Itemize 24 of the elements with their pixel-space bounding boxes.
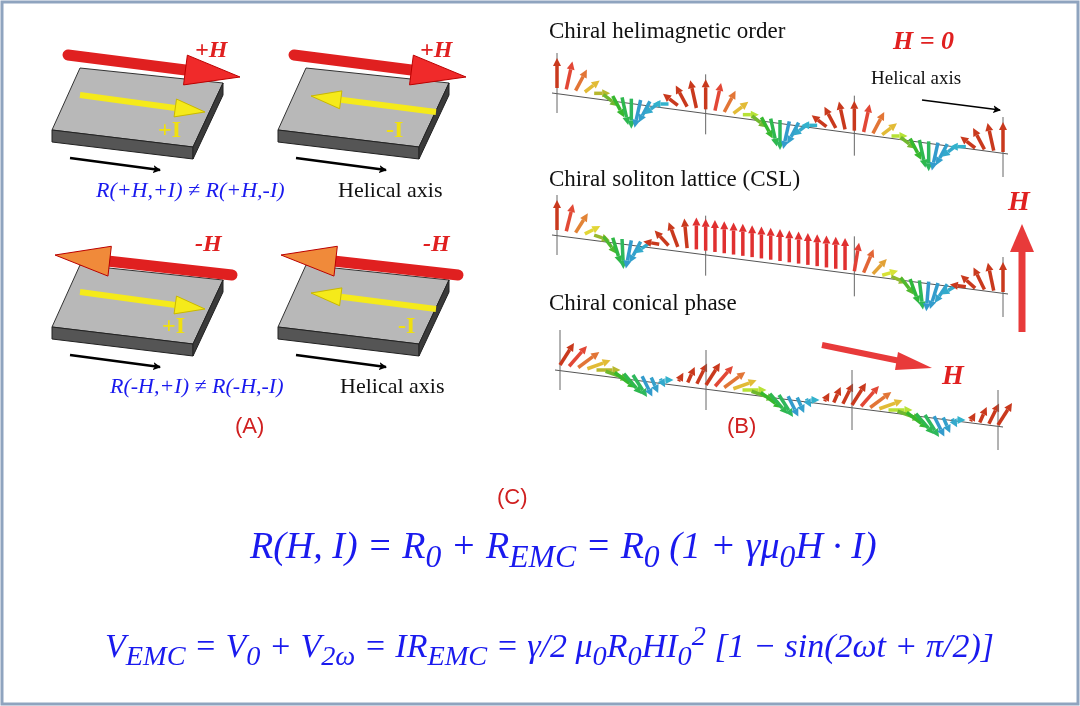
resistance-inequality: R(-H,+I) ≠ R(-H,-I) <box>110 374 284 399</box>
current-label: -I <box>398 312 416 339</box>
phase-title: Chiral helimagnetic order <box>549 18 786 44</box>
field-label: H <box>1008 186 1030 217</box>
phase-title: Chiral conical phase <box>549 290 737 316</box>
resistance-inequality: R(+H,+I) ≠ R(+H,-I) <box>96 178 285 203</box>
axis-label: Helical axis <box>338 178 443 203</box>
equation: V$_{EMC}$ = V$_{0}$ + V$_{2ω}$ = IR$_{EMC}$ = γ/2 μ$_{0}$R$_{0}$HI$_{0}$$^{2}$ [1 − sin(2ωt + π/2)] <box>105 620 995 672</box>
current-label: -I <box>386 116 404 143</box>
equation: R(H, I) = R$_{0}$ + R$_{EMC}$ = R$_{0}$ (1 + γμ$_{0}$H · I) <box>250 525 877 575</box>
field-label: -H <box>423 230 450 257</box>
field-label: -H <box>195 230 222 257</box>
field-label: H <box>942 360 964 391</box>
panel-label: (C) <box>497 485 528 510</box>
field-label: +H <box>420 36 453 63</box>
panel-label: (B) <box>727 414 757 439</box>
current-label: +I <box>162 312 185 339</box>
phase-title: Chiral soliton lattice (CSL) <box>549 166 801 192</box>
current-label: +I <box>158 116 181 143</box>
axis-label: Helical axis <box>871 68 962 89</box>
field-label: +H <box>195 36 228 63</box>
panel-label: (A) <box>235 414 265 439</box>
axis-label: Helical axis <box>340 374 445 399</box>
field-label: H = 0 <box>893 27 955 56</box>
